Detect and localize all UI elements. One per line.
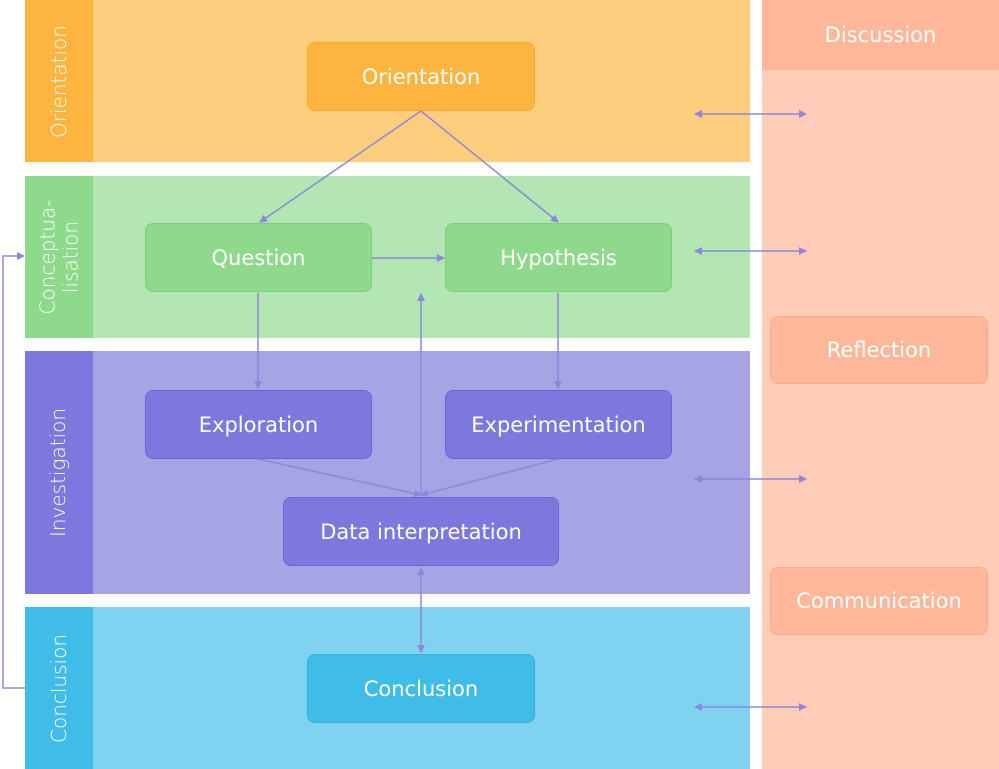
reflection-box: Reflection <box>770 316 988 384</box>
hypothesis-box: Hypothesis <box>445 223 672 292</box>
arrow-orientation-hypothesis <box>420 110 559 223</box>
conclusion-tab: Conclusion <box>25 607 93 769</box>
arrow-orientation-question <box>259 110 422 223</box>
data-interpretation-box: Data interpretation <box>283 497 559 566</box>
conceptualisation-tab: Conceptua-lisation <box>25 176 93 338</box>
investigation-tab: Investigation <box>25 351 93 594</box>
discussion-panel <box>762 0 999 769</box>
discussion-header: Discussion <box>762 0 999 70</box>
orientation-box: Orientation <box>307 42 535 111</box>
conclusion-box: Conclusion <box>307 654 535 723</box>
arrow-feedback-loop <box>2 252 25 689</box>
arrow-exploration-data <box>257 458 422 498</box>
communication-box: Communication <box>770 567 988 635</box>
experimentation-box: Experimentation <box>445 390 672 459</box>
orientation-tab: Orientation <box>25 0 93 162</box>
question-box: Question <box>145 223 372 292</box>
arrow-experimentation-data <box>420 458 559 498</box>
exploration-box: Exploration <box>145 390 372 459</box>
